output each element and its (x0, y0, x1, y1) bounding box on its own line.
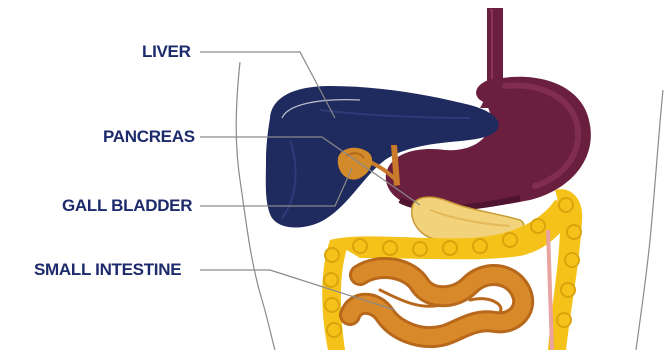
label-small-intestine: SMALL INTESTINE (34, 261, 181, 278)
label-pancreas: PANCREAS (103, 128, 195, 145)
body-outline-right (636, 90, 663, 350)
label-gall-bladder: GALL BLADDER (62, 197, 192, 214)
small-intestine (350, 268, 523, 337)
label-liver: LIVER (142, 43, 191, 60)
